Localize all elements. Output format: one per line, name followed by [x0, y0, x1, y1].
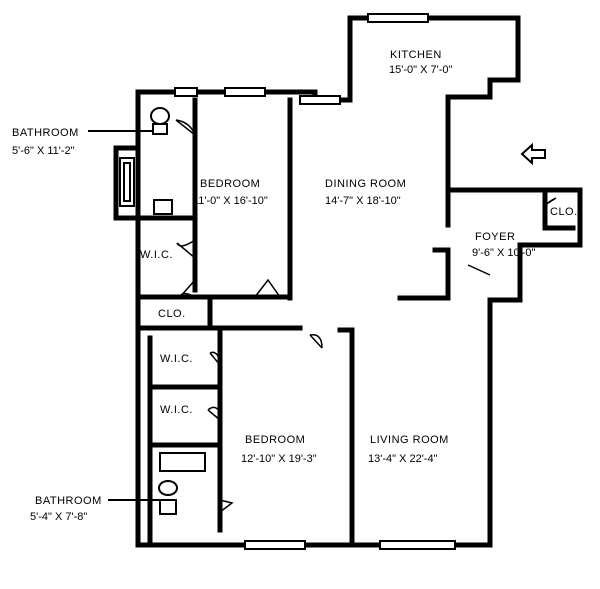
door-swing [176, 239, 196, 259]
living-room-label: LIVING ROOM [370, 434, 449, 446]
foyer-label: FOYER [475, 231, 515, 243]
bedroom-1-dims: 11'-0" X 16'-10" [193, 195, 268, 207]
wall-dining-living [397, 247, 451, 301]
window [379, 540, 456, 550]
bedroom-2-label: BEDROOM [245, 434, 305, 446]
bathroom-1-fixtures [119, 107, 173, 215]
interior-walls [135, 97, 576, 543]
door-swing [254, 278, 281, 298]
bathroom-2-fixtures [158, 452, 206, 515]
window [174, 87, 198, 97]
living-room-dims: 13'-4" X 22'-4" [368, 453, 438, 465]
door-swing [309, 334, 323, 349]
window [244, 540, 306, 550]
kitchen-label: KITCHEN [390, 49, 442, 61]
toilet-icon [158, 480, 178, 496]
sink-icon [153, 199, 173, 215]
foyer-dims: 9'-6" X 10'-0" [472, 247, 535, 259]
window [224, 87, 266, 97]
dining-room-dims: 14'-7" X 18'-10" [325, 195, 401, 207]
door-swing [207, 406, 221, 421]
bathtub-icon [159, 452, 206, 472]
door-swing [175, 119, 196, 136]
wic-3-label: W.I.C. [160, 404, 193, 416]
window [299, 95, 341, 105]
bathroom-1-dims: 5'-6" X 11'-2" [12, 145, 75, 157]
bathtub-inner [123, 162, 131, 202]
bathtub-icon [119, 157, 135, 207]
bedroom-2-dims: 12'-10" X 19'-3" [241, 453, 317, 465]
wic-1-label: W.I.C. [140, 249, 173, 261]
door-swing [467, 264, 491, 276]
wall-bedroom2-living [337, 327, 355, 543]
doors [175, 119, 557, 513]
bathroom-2-dims: 5'-4" X 7'-8" [30, 511, 87, 523]
window [367, 13, 429, 23]
wic-2-label: W.I.C. [160, 353, 193, 365]
bathroom-1-label: BATHROOM [12, 127, 79, 139]
door-swing [209, 351, 221, 366]
toilet-icon [150, 107, 170, 125]
sink-icon [159, 499, 177, 515]
entry-arrow-icon [520, 142, 546, 166]
bathroom-2-label: BATHROOM [35, 495, 102, 507]
kitchen-dims: 15'-0" X 7'-0" [389, 64, 452, 76]
kitchen-wall [347, 15, 523, 193]
clo-hall-label: CLO. [158, 308, 186, 320]
windows [174, 13, 456, 550]
dining-room-label: DINING ROOM [325, 178, 406, 190]
toilet-tank [152, 123, 168, 135]
bathroom-1-bump [113, 145, 141, 221]
bedroom-1-label: BEDROOM [200, 178, 260, 190]
clo-foyer-label: CLO. [550, 206, 578, 218]
door-swing [179, 279, 196, 298]
door-swing [543, 197, 557, 217]
wall-foyer-closet [542, 187, 576, 231]
door-swing [219, 499, 234, 513]
